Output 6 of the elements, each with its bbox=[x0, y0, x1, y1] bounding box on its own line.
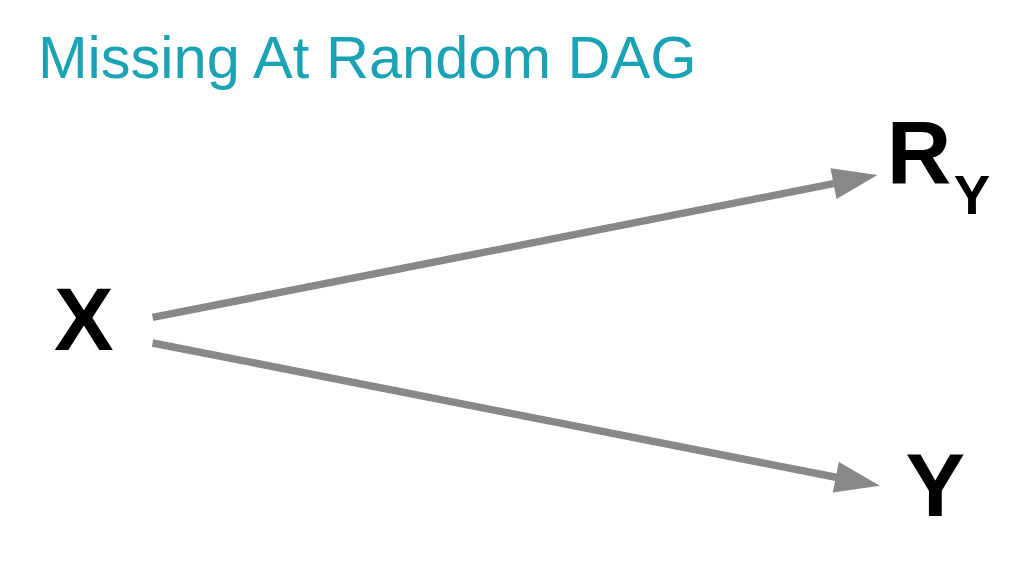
arrow bbox=[151, 168, 878, 322]
node-text: Y bbox=[905, 434, 966, 535]
arrow bbox=[151, 339, 880, 493]
node-text: R$_{Y}$ bbox=[886, 102, 991, 226]
diagram-title: Missing At Random DAG bbox=[37, 23, 697, 91]
node-text: X bbox=[54, 268, 114, 369]
